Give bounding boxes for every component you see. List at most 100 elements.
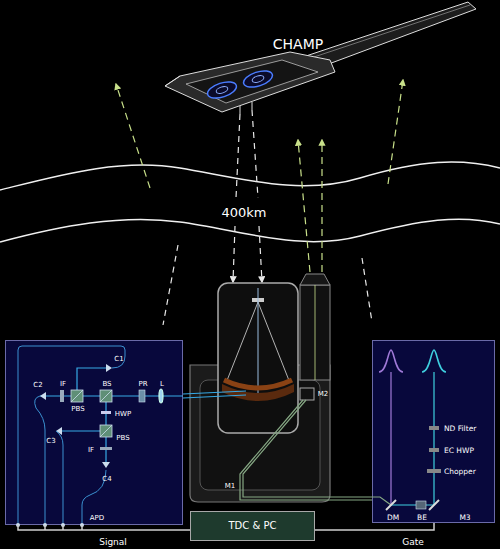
detection-optics (16, 523, 20, 527)
apd-wires (81, 525, 83, 530)
detection-optics (56, 431, 63, 525)
component-label: APD (90, 515, 104, 522)
atmosphere-waves (0, 162, 500, 242)
timing-box: TDC & PC (190, 511, 315, 541)
detection-optics (139, 390, 145, 402)
atmosphere-waves (0, 219, 500, 242)
laser-beams (252, 110, 258, 198)
laser-optics (372, 497, 391, 505)
laser-optics (416, 501, 426, 509)
laser-beams (236, 114, 240, 198)
champ-satellite (206, 79, 239, 102)
laser-beams (116, 84, 150, 188)
laser-optics (391, 504, 434, 505)
detection-optics (159, 389, 163, 403)
component-label: IF (60, 381, 66, 388)
laser-optics (372, 350, 446, 510)
champ-satellite (242, 68, 275, 91)
detection-optics (82, 470, 106, 525)
champ-satellite (252, 102, 253, 110)
box-title: TDC & PC (229, 521, 277, 531)
laser-optics (427, 469, 441, 473)
detection-optics (102, 462, 110, 468)
component-label: C3 (46, 438, 55, 445)
component-label: DM (387, 514, 399, 522)
laser-optics (429, 500, 439, 510)
detection-optics (61, 523, 65, 527)
detection-optics (80, 523, 84, 527)
detection-optics (100, 425, 112, 437)
beam-paths (240, 400, 372, 500)
component-label: M3 (459, 514, 470, 522)
laser-optics (390, 372, 391, 505)
laser-beams (362, 258, 372, 322)
detection-optics (100, 390, 112, 402)
beam-paths (183, 395, 246, 398)
detection-optics (18, 346, 125, 525)
component-label: C4 (102, 476, 111, 483)
champ-satellite (240, 106, 241, 114)
detection-optics (77, 368, 110, 396)
telescope (258, 302, 290, 383)
detection-optics (58, 430, 106, 431)
detection-optics (105, 431, 106, 466)
detection-optics (100, 425, 112, 437)
apd-wires (45, 525, 82, 530)
telescope (224, 380, 292, 388)
part-label: M2 (318, 391, 329, 398)
signal-wire (18, 525, 190, 530)
laser-optics (429, 448, 439, 452)
detection-optics (101, 411, 111, 414)
wire-label: Gate (402, 538, 424, 547)
component-label: EC HWP (444, 447, 474, 455)
champ-satellite (165, 52, 335, 112)
telescope (300, 285, 330, 380)
detection-optics (100, 390, 112, 402)
component-label: C2 (33, 382, 42, 389)
component-label: Chopper (444, 468, 476, 476)
detection-optics (40, 392, 46, 400)
telescope (300, 388, 314, 400)
component-label: IF (88, 447, 94, 454)
detection-optics (105, 396, 106, 431)
laser-beams (163, 245, 178, 325)
champ-satellite (300, 2, 476, 68)
telescope (258, 288, 259, 395)
component-label: PBS (116, 435, 129, 442)
detection-optics (71, 390, 83, 402)
component-label: C1 (114, 356, 123, 363)
laser-optics (379, 350, 403, 372)
detection-optics (60, 390, 64, 402)
beam-paths (183, 391, 246, 394)
laser-optics (386, 500, 396, 510)
laser-panel: ND FilterEC HWPChopperDMBEM3 (372, 340, 495, 523)
laser-beams (233, 226, 235, 282)
beam-paths (183, 391, 372, 500)
champ-satellite (215, 85, 228, 94)
laser-optics (433, 372, 434, 505)
telescope (226, 302, 258, 383)
champ-satellite (305, 5, 470, 60)
laser-optics (422, 350, 446, 372)
component-label: HWP (115, 411, 131, 418)
telescope (190, 274, 330, 502)
wire-label: Signal (99, 538, 127, 547)
telescope (300, 274, 330, 285)
champ-satellite (165, 76, 180, 86)
telescope (218, 283, 298, 433)
detection-optics (71, 390, 83, 402)
component-label: PR (138, 381, 147, 388)
atmosphere-waves (0, 162, 500, 190)
diagram-label: 400km (221, 206, 266, 219)
component-label: PBS (71, 406, 84, 413)
signal-wire (315, 523, 434, 530)
component-label: BS (102, 381, 111, 388)
detection-optics (43, 523, 47, 527)
component-label: BE (417, 514, 427, 522)
champ-satellite (186, 60, 318, 103)
champ-satellite (251, 74, 264, 83)
connector-layer (18, 523, 434, 530)
